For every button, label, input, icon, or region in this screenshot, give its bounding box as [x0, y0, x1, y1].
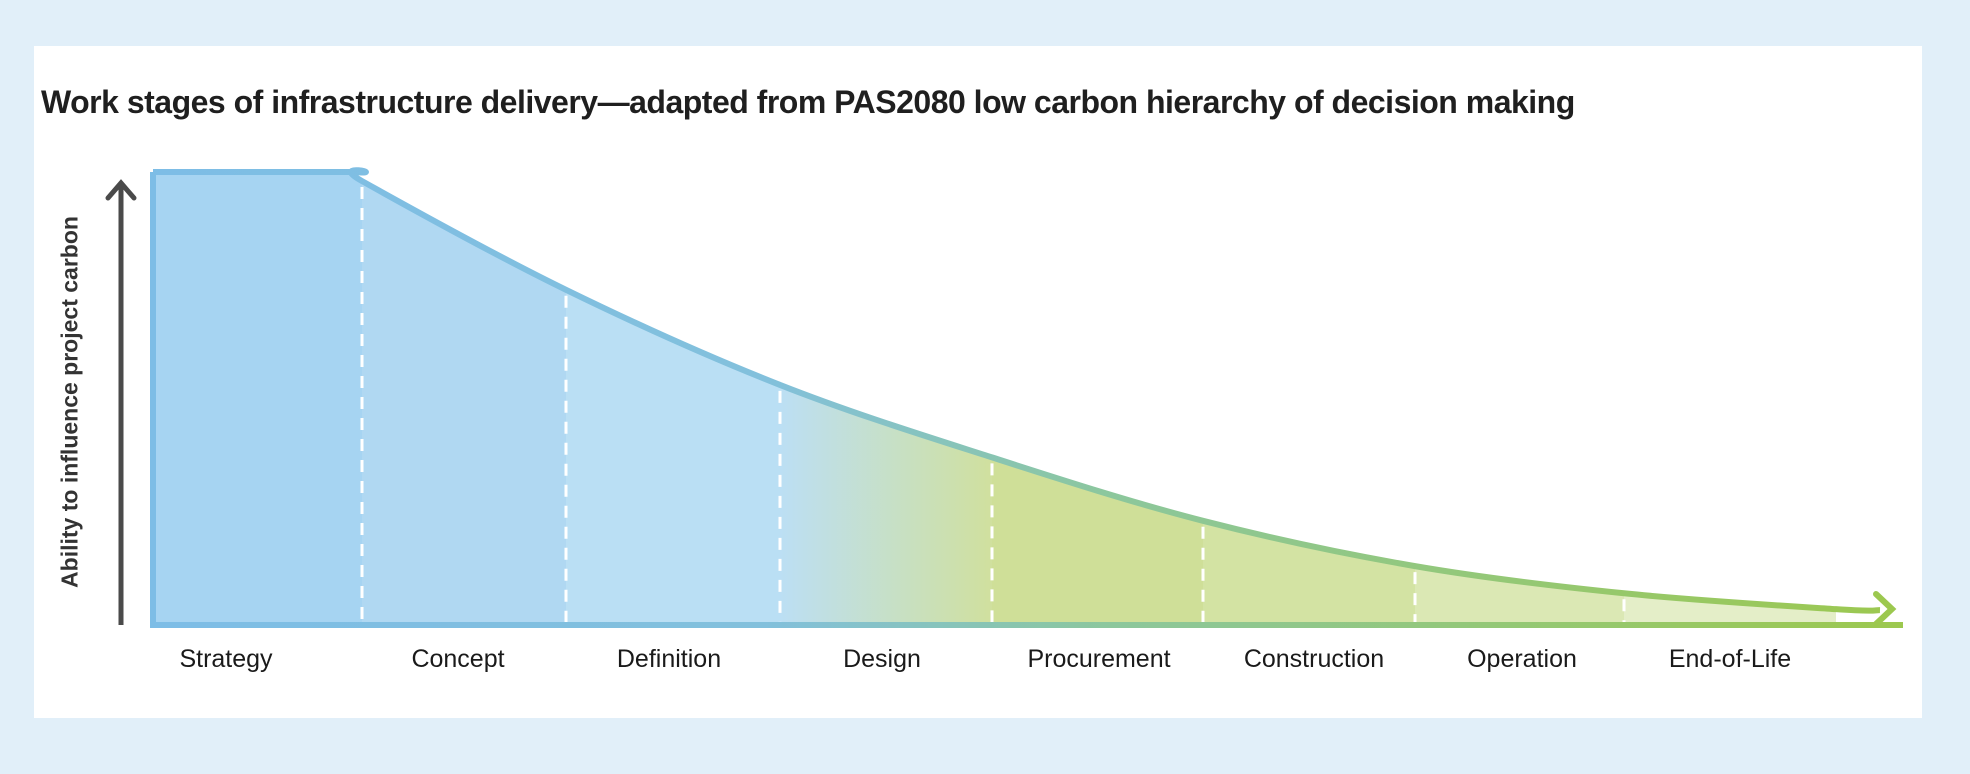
stage-label-definition: Definition: [616, 645, 722, 673]
stage-label-procurement: Procurement: [1027, 645, 1171, 673]
y-axis-arrowhead-icon: [105, 179, 137, 201]
stage-label-end-of-life: End-of-Life: [1668, 645, 1792, 673]
stage-label-concept: Concept: [411, 645, 505, 673]
stage-area-end-of-life: [1624, 172, 1836, 625]
stage-label-construction: Construction: [1243, 645, 1385, 673]
stage-label-strategy: Strategy: [179, 645, 273, 673]
stage-area-construction: [1203, 172, 1415, 625]
stage-label-design: Design: [843, 645, 921, 673]
stage-area-strategy: [153, 172, 362, 625]
x-axis-arrowhead-icon: [1873, 591, 1897, 627]
chart-title: Work stages of infrastructure delivery—a…: [41, 84, 1575, 120]
stage-label-operation: Operation: [1467, 645, 1577, 673]
stage-area-definition: [566, 172, 780, 625]
influence-curve: [153, 167, 1881, 614]
stage-area-procurement: [992, 172, 1203, 625]
stage-area-operation: [1415, 172, 1624, 625]
